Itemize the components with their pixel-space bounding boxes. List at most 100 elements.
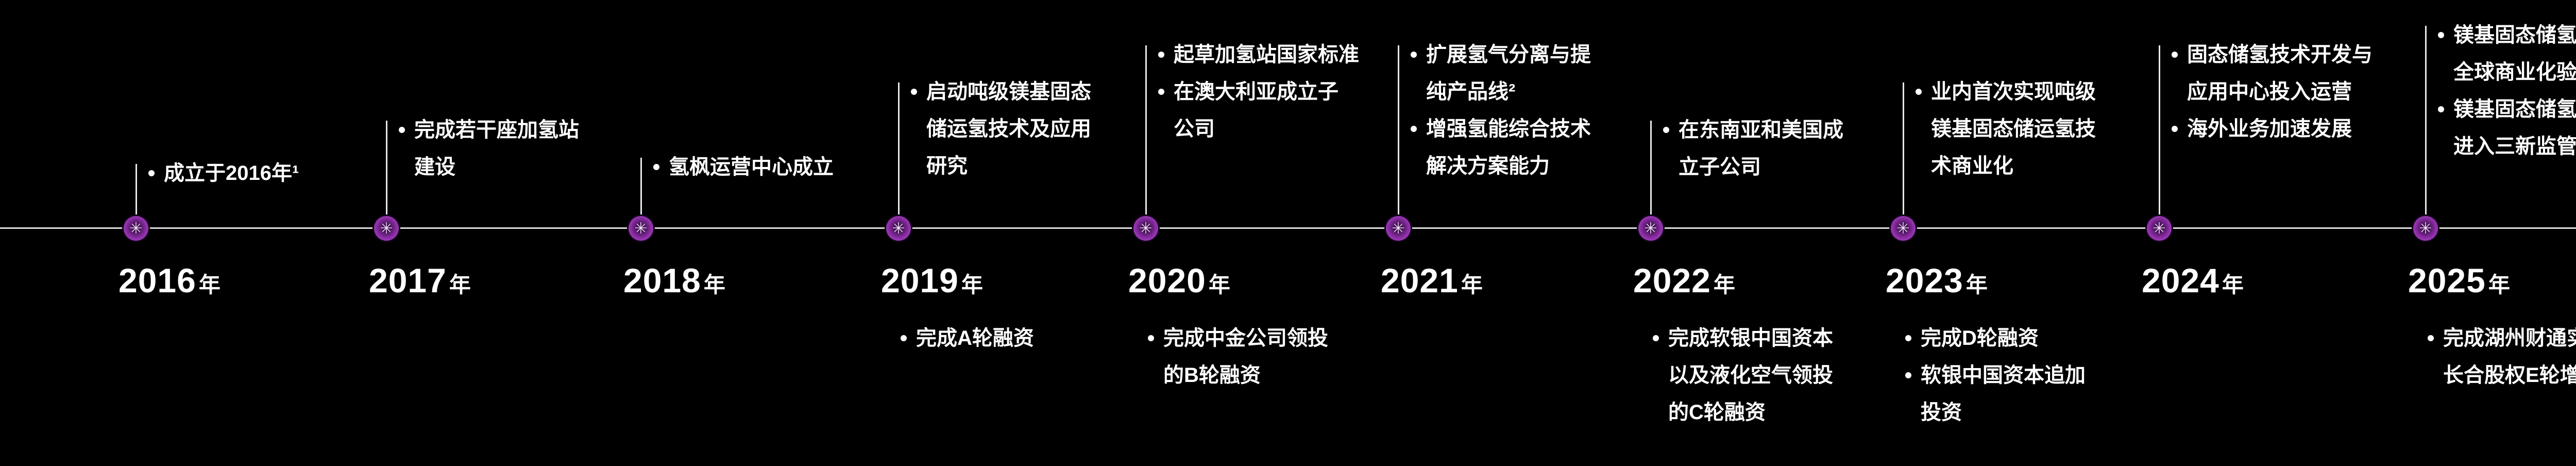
asterisk-icon: ✳	[1392, 220, 1405, 237]
milestone-text: 成立于2016年¹	[164, 155, 299, 192]
milestones-below: 完成A轮融资	[901, 320, 1034, 357]
milestones-above: 启动吨级镁基固态储运氢技术及应用研究	[911, 73, 1091, 185]
milestone-text: 镁基固态储氢产品进入三新监管	[2453, 91, 2576, 165]
year-suffix: 年	[703, 273, 725, 297]
milestones-above: 完成若干座加氢站建设	[399, 111, 579, 186]
milestone-text: 海外业务加速发展	[2187, 110, 2352, 147]
year-number: 2020	[1128, 261, 1206, 299]
milestone-item: 氢枫运营中心成立	[653, 148, 834, 186]
asterisk-icon: ✳	[634, 220, 648, 237]
asterisk-icon: ✳	[1139, 220, 1153, 237]
connector-line	[1903, 82, 1904, 228]
year-number: 2021	[1381, 261, 1459, 299]
milestone-line: 氢枫运营中心成立	[669, 156, 834, 178]
asterisk-icon: ✳	[892, 220, 905, 237]
asterisk-icon: ✳	[380, 220, 393, 237]
milestone-line: 以及液化空气领投	[1668, 364, 1833, 387]
milestone-text: 完成软银中国资本以及液化空气领投的C轮融资	[1668, 320, 1833, 431]
connector-line	[1145, 45, 1147, 228]
milestone-item: 海外业务加速发展	[2172, 110, 2372, 147]
milestone-line: 解决方案能力	[1426, 155, 1550, 177]
year-suffix: 年	[1208, 273, 1230, 297]
timeline-node: ✳	[2413, 216, 2438, 241]
milestone-line: 固态储氢技术开发与	[2187, 43, 2372, 66]
milestone-line: 立子公司	[1679, 156, 1761, 178]
year-suffix: 年	[2488, 273, 2510, 297]
milestone-text: 完成中金公司领投的B轮融资	[1163, 320, 1328, 394]
timeline-node: ✳	[1386, 216, 1411, 241]
year-number: 2025	[2408, 261, 2486, 299]
milestone-line: 的C轮融资	[1668, 401, 1766, 424]
milestone-text: 软银中国资本追加投资	[1921, 357, 2086, 431]
milestone-item: 镁基固态储氢技术全球商业化验证	[2438, 16, 2576, 91]
milestone-line: 完成A轮融资	[916, 327, 1034, 350]
milestone-text: 扩展氢气分离与提纯产品线²	[1426, 36, 1591, 110]
milestone-line: 公司	[1174, 118, 1215, 140]
milestone-line: 术商业化	[1931, 155, 2013, 177]
bullet-dot-icon	[1905, 372, 1911, 378]
year-suffix: 年	[449, 273, 471, 297]
connector-line	[1650, 121, 1652, 228]
bullet-dot-icon	[399, 127, 405, 133]
milestones-below: 完成D轮融资软银中国资本追加投资	[1905, 320, 2086, 431]
milestone-text: 增强氢能综合技术解决方案能力	[1426, 110, 1591, 185]
timeline-node: ✳	[1891, 216, 1916, 241]
bullet-dot-icon	[1663, 127, 1669, 133]
year-number: 2017	[369, 261, 447, 299]
milestone-item: 在澳大利亚成立子公司	[1158, 73, 1359, 147]
bullet-dot-icon	[1411, 52, 1417, 58]
milestone-item: 完成D轮融资	[1905, 320, 2086, 357]
milestone-text: 在澳大利亚成立子公司	[1174, 73, 1338, 147]
timeline-node: ✳	[374, 216, 399, 241]
milestone-line: 镁基固态储运氢技	[1931, 118, 2096, 140]
milestone-item: 在东南亚和美国成立子公司	[1663, 111, 1843, 186]
milestone-line: 储运氢技术及应用	[926, 118, 1091, 140]
bullet-dot-icon	[1905, 335, 1911, 341]
asterisk-icon: ✳	[129, 220, 143, 237]
milestone-line: 在澳大利亚成立子	[1174, 80, 1338, 103]
asterisk-icon: ✳	[2153, 220, 2166, 237]
milestone-text: 业内首次实现吨级镁基固态储运氢技术商业化	[1931, 73, 2096, 185]
timeline-axis	[0, 227, 2576, 229]
milestone-line: 应用中心投入运营	[2187, 80, 2352, 103]
bullet-dot-icon	[2438, 32, 2444, 38]
connector-line	[2159, 45, 2160, 228]
connector-line	[1398, 45, 1399, 228]
bullet-dot-icon	[901, 335, 907, 341]
year-number: 2023	[1886, 261, 1963, 299]
milestone-item: 扩展氢气分离与提纯产品线²	[1411, 36, 1591, 110]
milestone-line: 扩展氢气分离与提	[1426, 43, 1591, 66]
timeline-node: ✳	[629, 216, 653, 241]
year-number: 2022	[1633, 261, 1711, 299]
milestone-line: 在东南亚和美国成	[1679, 119, 1843, 141]
year-suffix: 年	[198, 273, 221, 297]
bullet-dot-icon	[1158, 89, 1164, 95]
milestone-item: 业内首次实现吨级镁基固态储运氢技术商业化	[1916, 73, 2096, 185]
milestone-line: 软银中国资本追加	[1921, 364, 2086, 387]
milestone-line: 完成D轮融资	[1921, 327, 2039, 350]
connector-line	[640, 158, 642, 228]
milestones-below: 完成中金公司领投的B轮融资	[1148, 320, 1328, 394]
milestone-line: 完成中金公司领投	[1163, 327, 1328, 350]
bullet-dot-icon	[1411, 126, 1417, 132]
milestone-line: 镁基固态储氢技术	[2453, 24, 2576, 46]
bullet-dot-icon	[1158, 52, 1164, 58]
milestones-above: 固态储氢技术开发与应用中心投入运营海外业务加速发展	[2172, 36, 2372, 147]
bullet-dot-icon	[2172, 126, 2178, 132]
connector-line	[135, 164, 137, 228]
milestone-text: 氢枫运营中心成立	[669, 148, 834, 186]
milestone-line: 完成若干座加氢站	[414, 119, 579, 141]
milestone-line: 纯产品线²	[1426, 80, 1516, 103]
milestone-item: 镁基固态储氢产品进入三新监管	[2438, 91, 2576, 165]
milestone-item: 起草加氢站国家标准	[1158, 36, 1359, 73]
milestones-above: 镁基固态储氢技术全球商业化验证镁基固态储氢产品进入三新监管	[2438, 16, 2576, 165]
connector-line	[386, 121, 387, 228]
milestone-line: 镁基固态储氢产品	[2453, 98, 2576, 121]
